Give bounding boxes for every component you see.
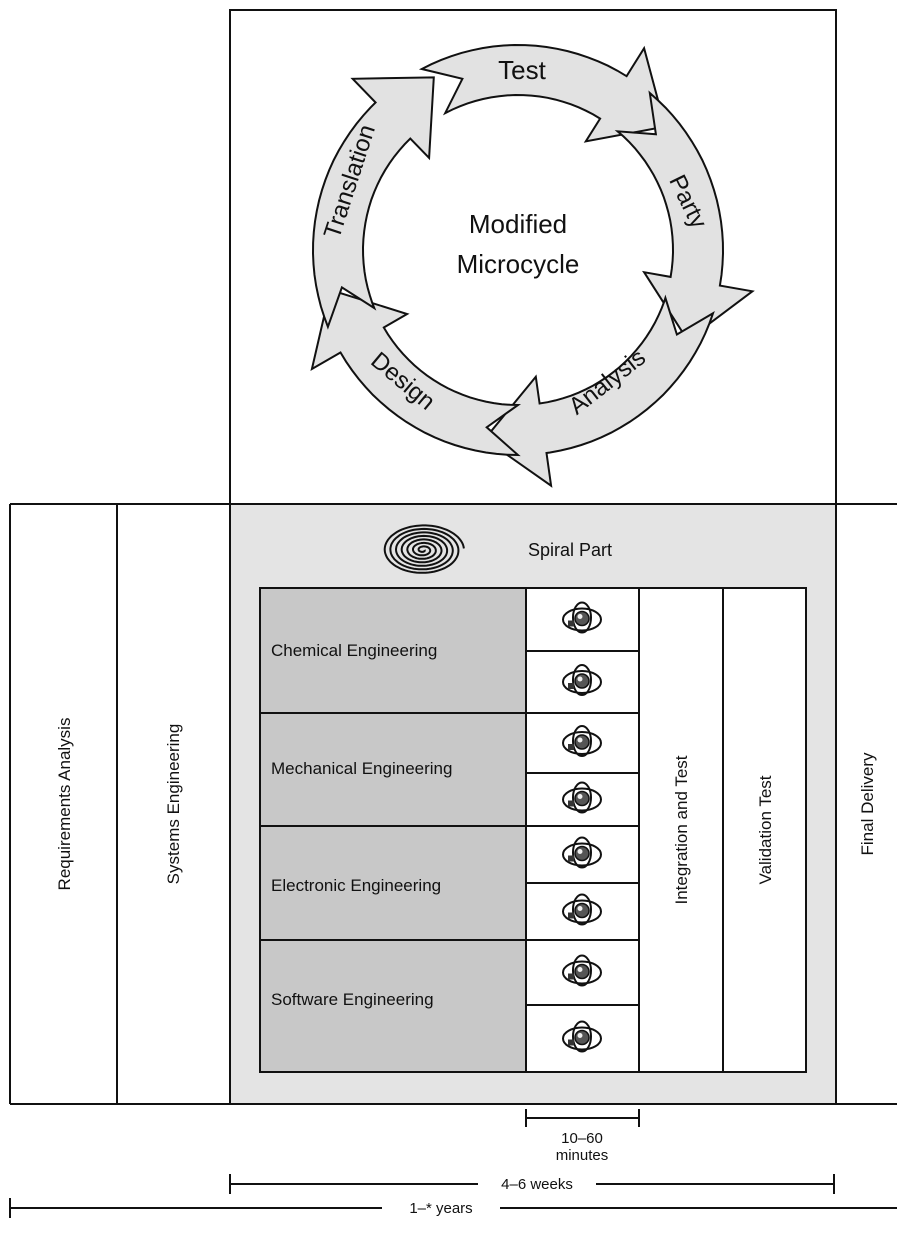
validation-test-label: Validation Test bbox=[756, 775, 775, 884]
timescale-micro-line1: 10–60 bbox=[561, 1130, 603, 1147]
timescale-project: 1–* years bbox=[9, 1198, 897, 1218]
microcycle-title-line1: Modified bbox=[469, 209, 567, 239]
discipline-label-electronic: Electronic Engineering bbox=[271, 876, 441, 895]
timescale-microcycle: 10–60 minutes bbox=[525, 1109, 640, 1164]
timescale-micro-line2: minutes bbox=[556, 1147, 609, 1164]
arrow-translation bbox=[311, 76, 435, 330]
systems-engineering-label: Systems Engineering bbox=[164, 724, 183, 885]
arrow-design bbox=[310, 288, 522, 457]
timescale-spiral: 4–6 weeks bbox=[229, 1174, 835, 1194]
arrow-analysis bbox=[483, 294, 715, 488]
discipline-label-chemical: Chemical Engineering bbox=[271, 641, 437, 660]
arrow-party bbox=[614, 90, 755, 342]
spiral-part-label: Spiral Part bbox=[528, 540, 612, 560]
microcycle-title-line2: Microcycle bbox=[457, 249, 580, 279]
stage-test-label: Test bbox=[498, 55, 546, 85]
grid-lines bbox=[260, 650, 639, 1006]
discipline-column-bg bbox=[259, 587, 527, 1073]
timescale-project-label: 1–* years bbox=[409, 1200, 472, 1217]
timescale-spiral-label: 4–6 weeks bbox=[501, 1176, 573, 1193]
integration-test-label: Integration and Test bbox=[672, 755, 691, 904]
final-delivery-label: Final Delivery bbox=[858, 752, 877, 855]
discipline-label-software: Software Engineering bbox=[271, 990, 434, 1009]
requirements-analysis-label: Requirements Analysis bbox=[55, 718, 74, 891]
arrow-test bbox=[418, 43, 667, 143]
discipline-label-mechanical: Mechanical Engineering bbox=[271, 759, 452, 778]
microcycle-arrows bbox=[310, 43, 755, 488]
spiral-icon bbox=[383, 524, 465, 574]
